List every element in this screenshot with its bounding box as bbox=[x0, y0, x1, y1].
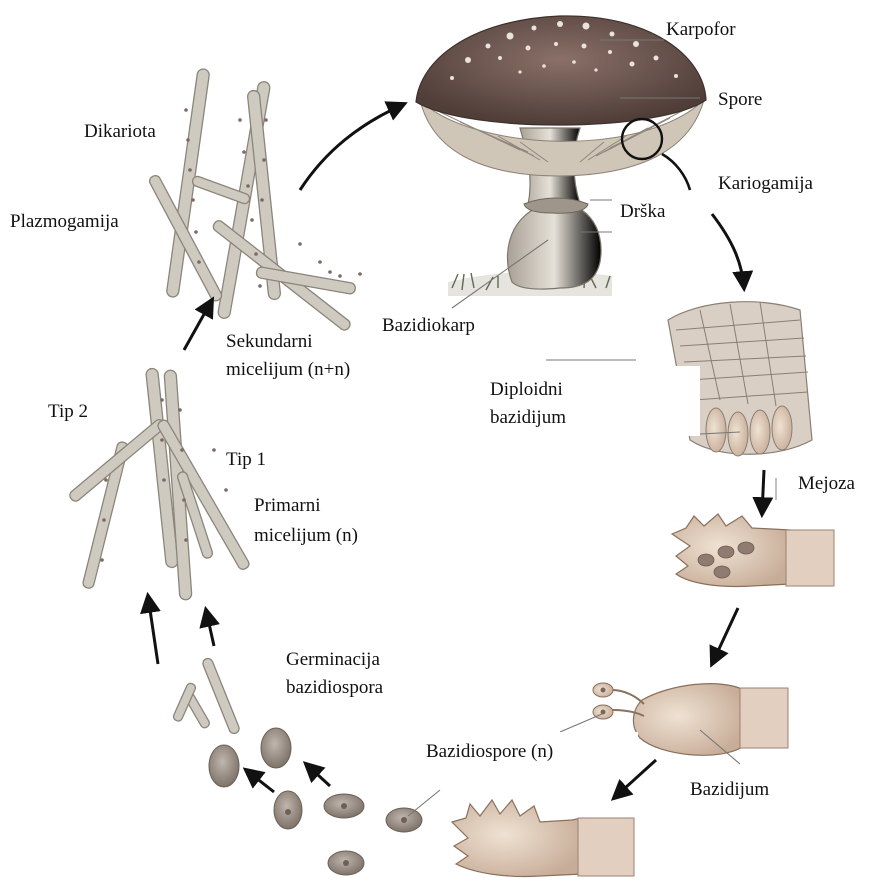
label-bazidiospore: Bazidiospore (n) bbox=[426, 740, 553, 764]
label-drska: Drška bbox=[620, 200, 665, 224]
arrow-to-meiosis bbox=[762, 470, 764, 514]
label-diploidni-bazidijum-line2: bazidijum bbox=[490, 406, 566, 430]
label-primarni-micelijum-line1: Primarni bbox=[254, 494, 321, 518]
label-germinacija-line2: bazidiospora bbox=[286, 676, 383, 700]
label-sekundarni-micelijum-line2: micelijum (n+n) bbox=[226, 358, 350, 382]
arrow-to-mushroom bbox=[300, 104, 404, 190]
spores-illustration bbox=[274, 790, 440, 875]
label-mejoza: Mejoza bbox=[798, 472, 855, 496]
label-germinacija-line1: Germinacija bbox=[286, 648, 380, 672]
germinating-spores-illustration bbox=[172, 657, 291, 787]
label-kariogamija: Kariogamija bbox=[718, 172, 813, 196]
label-tip2: Tip 2 bbox=[48, 400, 88, 424]
label-sekundarni-micelijum-line1: Sekundarni bbox=[226, 330, 313, 354]
label-bazidiokarp: Bazidiokarp bbox=[382, 314, 475, 338]
arrow-to-gill-tissue bbox=[712, 214, 744, 288]
arrow-primary-to-secondary bbox=[184, 300, 212, 350]
label-bazidijum: Bazidijum bbox=[690, 778, 769, 802]
arrow-to-basidium-spores bbox=[712, 608, 738, 664]
arrow-germination-to-tip1 bbox=[206, 610, 214, 646]
label-spore: Spore bbox=[718, 88, 762, 112]
label-tip1: Tip 1 bbox=[226, 448, 266, 472]
arrow-spores-to-germination-2 bbox=[306, 764, 330, 786]
mushroom-illustration bbox=[416, 16, 706, 308]
label-karpofor: Karpofor bbox=[666, 18, 736, 42]
empty-basidium-illustration bbox=[452, 800, 634, 877]
arrow-spores-to-germination-1 bbox=[246, 770, 274, 792]
arrow-germination-to-tip2 bbox=[148, 596, 158, 664]
label-plazmogamija: Plazmogamija bbox=[10, 210, 119, 234]
label-diploidni-bazidijum-line1: Diploidni bbox=[490, 378, 563, 402]
label-dikariota: Dikariota bbox=[84, 120, 156, 144]
secondary-mycelium-illustration bbox=[148, 68, 362, 332]
primary-mycelium-illustration bbox=[68, 368, 251, 600]
label-primarni-micelijum-line2: micelijum (n) bbox=[254, 524, 358, 548]
